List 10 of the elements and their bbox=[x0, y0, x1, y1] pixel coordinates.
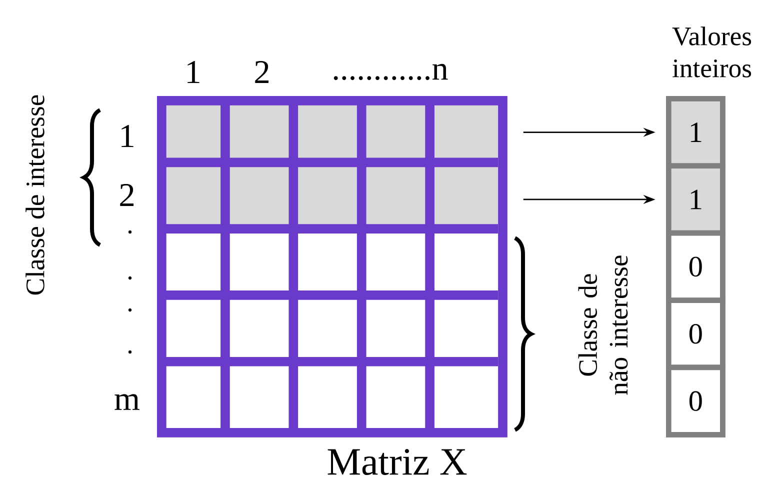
vector-cell: 0 bbox=[666, 364, 726, 438]
matrix-title: Matriz X bbox=[328, 449, 467, 475]
vector-cell: 0 bbox=[666, 298, 726, 370]
vector-cell: 0 bbox=[666, 230, 726, 303]
vector-cell: 1 bbox=[666, 163, 726, 236]
rotated-label: Classe de interesse bbox=[26, 95, 44, 295]
rotated-label: Classe de não interesse bbox=[578, 256, 628, 395]
node-label: Valores inteiros bbox=[672, 26, 752, 78]
vector-cell: 1 bbox=[666, 96, 726, 169]
matrix-grid bbox=[157, 96, 508, 438]
